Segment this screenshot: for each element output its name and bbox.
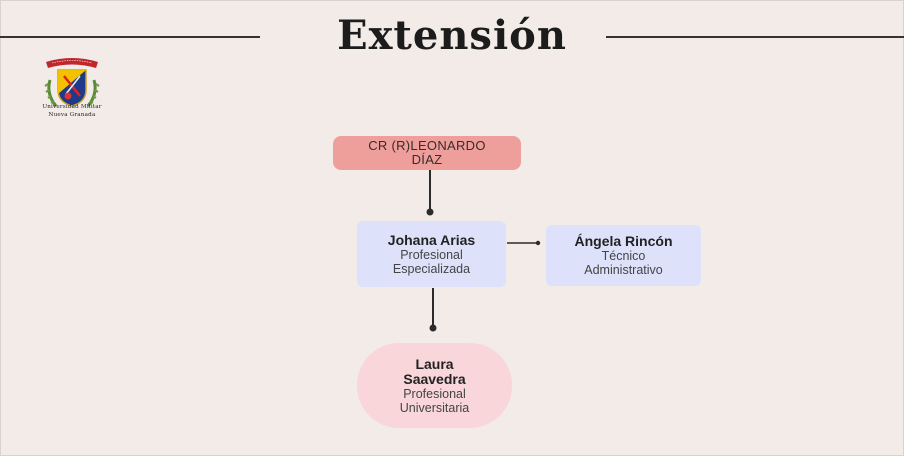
logo-text-line1: Universidad Militar — [42, 104, 102, 110]
org-node-director: CR (R)LEONARDO DÍAZ — [333, 136, 521, 170]
org-node-angela-rincon: Ángela Rincón Técnico Administrativo — [546, 225, 701, 286]
title-rule-right — [606, 36, 904, 38]
connector-dot-angela — [535, 240, 541, 246]
connector-dot-johana — [426, 208, 434, 216]
laura-role: Profesional Universitaria — [399, 386, 470, 415]
director-label: CR (R)LEONARDO DÍAZ — [368, 138, 486, 167]
connector-dot-laura — [429, 324, 437, 332]
university-crest-logo — [44, 58, 100, 107]
angela-name: Ángela Rincón — [574, 233, 673, 249]
org-node-johana-arias: Johana Arias Profesional Especializada — [357, 221, 506, 287]
org-node-laura-saavedra: Laura Saavedra Profesional Universitaria — [357, 343, 512, 428]
angela-role: Técnico Administrativo — [584, 249, 663, 277]
johana-name: Johana Arias — [387, 231, 476, 248]
johana-role: Profesional Especializada — [392, 247, 471, 276]
page-title: Extensión — [337, 12, 567, 59]
laura-name: Laura Saavedra — [403, 355, 466, 387]
logo-text-line2: Nueva Granada — [48, 112, 96, 118]
title-rule-left — [0, 36, 260, 38]
